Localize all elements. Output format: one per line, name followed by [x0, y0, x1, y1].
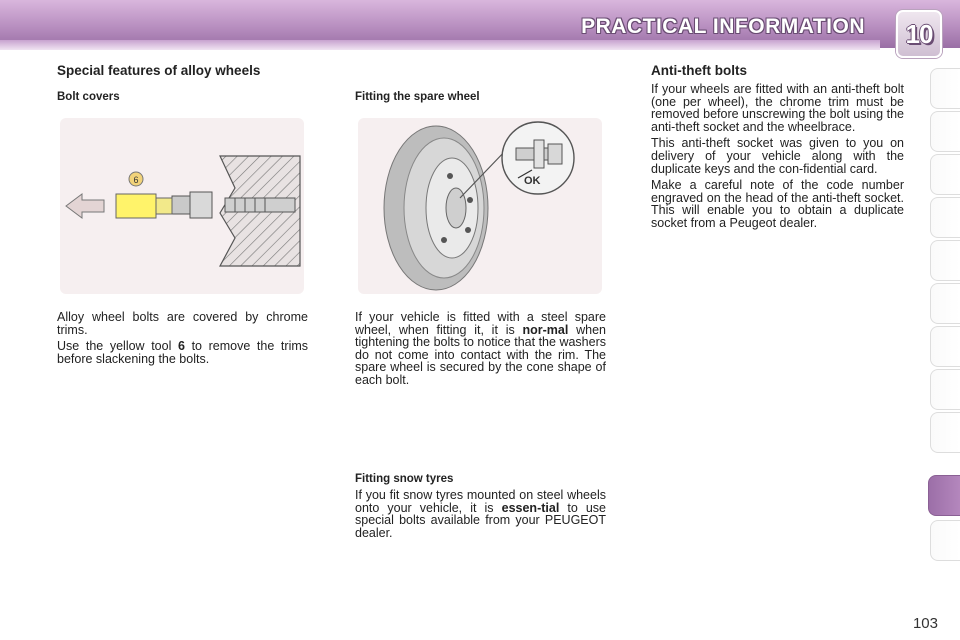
paragraph: Make a careful note of the code number e…	[651, 178, 904, 230]
chapter-tab[interactable]	[930, 197, 960, 238]
chapter-tab[interactable]	[930, 412, 960, 453]
header-shade	[0, 40, 880, 50]
spare-wheel-text: If your vehicle is fitted with a steel s…	[355, 311, 606, 391]
snow-tyres-text: If you fit snow tyres mounted on steel w…	[355, 489, 606, 543]
bolt-covers-text: Alloy wheel bolts are covered by chrome …	[57, 311, 308, 369]
chapter-tab[interactable]	[930, 283, 960, 324]
paragraph: If your wheels are fitted with an anti-t…	[651, 82, 904, 134]
section-heading-anti-theft: Anti-theft bolts	[651, 63, 747, 78]
page-number: 103	[912, 615, 938, 632]
paragraph: This anti-theft socket was given to you …	[651, 136, 904, 176]
paragraph: Alloy wheel bolts are covered by chrome …	[57, 310, 308, 337]
chapter-tab-active[interactable]	[928, 475, 960, 516]
subheading-spare-wheel: Fitting the spare wheel	[355, 91, 480, 103]
anti-theft-text: If your wheels are fitted with an anti-t…	[651, 83, 904, 234]
header-bar: PRACTICAL INFORMATION	[0, 0, 960, 50]
figure-callout-6: 6	[133, 175, 138, 185]
paragraph: Use the yellow tool 6 to remove the trim…	[57, 339, 309, 366]
chapter-tab[interactable]	[930, 68, 960, 109]
chapter-tabs	[928, 68, 960, 576]
chapter-tab[interactable]	[930, 154, 960, 195]
chapter-number: 10	[905, 18, 934, 49]
chapter-tab[interactable]	[930, 369, 960, 410]
paragraph: If your vehicle is fitted with a steel s…	[355, 310, 606, 387]
chapter-tab[interactable]	[930, 240, 960, 281]
subheading-bolt-covers: Bolt covers	[57, 91, 120, 103]
section-heading-alloy-wheels: Special features of alloy wheels	[57, 63, 261, 78]
figure-label-ok: OK	[524, 175, 541, 187]
chapter-tab[interactable]	[930, 111, 960, 152]
chapter-badge: 10	[896, 10, 942, 58]
chapter-tab[interactable]	[930, 520, 960, 561]
spare-wheel-illustration: OK	[358, 118, 602, 294]
bolt-cover-illustration: 6	[60, 118, 304, 294]
chapter-tab[interactable]	[930, 326, 960, 367]
page-section-title: PRACTICAL INFORMATION	[581, 15, 865, 38]
subheading-snow-tyres: Fitting snow tyres	[355, 473, 454, 485]
paragraph: If you fit snow tyres mounted on steel w…	[355, 488, 606, 540]
